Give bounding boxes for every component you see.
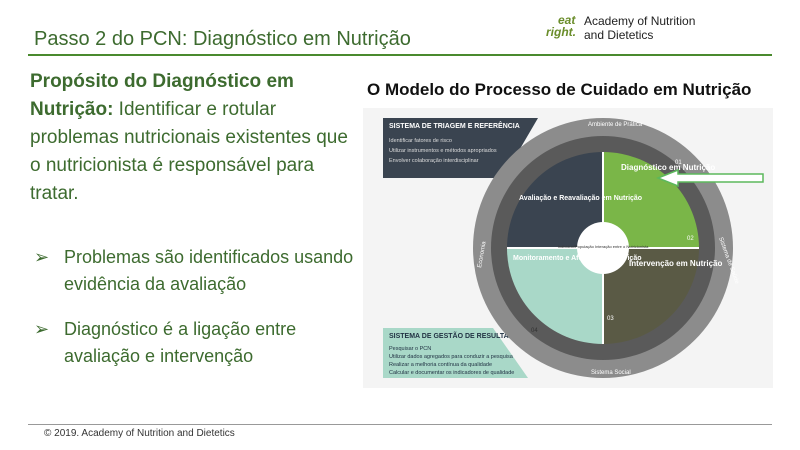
ring-label: Ambiente de Prática [588,122,643,128]
center-circle [577,222,629,274]
screening-title: SISTEMA DE TRIAGEM E REFERÊNCIA [389,121,520,130]
academy-logo: eat right. Academy of Nutrition and Diet… [546,14,706,48]
screening-item: Utilizar instrumentos e métodos apropria… [389,148,497,154]
outcomes-item: Realizar a melhoria contínua da qualidad… [389,362,492,368]
screening-box [383,118,538,178]
eat-right-logo-mark: eat right. [546,14,582,38]
diagnosis-quadrant [603,152,699,248]
ncp-model-svg: SISTEMA DE TRIAGEM E REFERÊNCIA Identifi… [363,108,773,388]
screening-item: Identificar fatores de risco [389,138,452,144]
logo-line-1: Academy of Nutrition [584,14,696,28]
list-item: ➢ Diagnóstico é a ligação entre avaliaçã… [34,316,354,370]
purpose-label: Propósito do Diagnóstico em Nutrição: [30,71,294,120]
logo-right: right. [546,25,576,39]
center-label: Indivíduo/População Interação entre o Nu… [558,244,649,249]
ring-label: Economia [477,240,488,268]
quadrant-number: 01 [675,160,682,166]
arrow-bullet-icon: ➢ [34,247,50,267]
ncp-model-diagram: SISTEMA DE TRIAGEM E REFERÊNCIA Identifi… [363,108,773,388]
outcomes-box [383,328,528,378]
pointer-arrow-icon [655,168,764,188]
logo-eat: eat [558,13,576,27]
bullet-list: ➢ Problemas são identificados usando evi… [34,244,354,388]
assessment-quadrant [507,152,603,248]
screening-item: Envolver colaboração interdisciplinar [389,158,479,164]
bullet-text: Problemas são identificados usando evidê… [64,247,354,294]
slide-title: Passo 2 do PCN: Diagnóstico em Nutrição [34,28,411,50]
title-divider [28,54,772,56]
intervention-quadrant [603,248,699,344]
ring-label: Sistema Social [591,370,631,376]
quadrant-number: 04 [531,328,538,334]
outcomes-item: Pesquisar o PCN [389,346,431,352]
quadrant-label-intervention: Intervenção em Nutrição [629,259,722,268]
purpose-text: Identificar e rotular problemas nutricio… [30,99,348,204]
list-item: ➢ Problemas são identificados usando evi… [34,244,354,298]
outcomes-item: Calcular e documentar os indicadores de … [389,370,514,376]
outcomes-title: SISTEMA DE GESTÃO DE RESULTADOS [389,331,524,340]
logo-text: Academy of Nutrition and Dietetics [584,14,695,42]
footer-divider [28,424,772,425]
arrow-bullet-icon: ➢ [34,319,50,339]
copyright: © 2019. Academy of Nutrition and Dieteti… [44,428,235,439]
diagram-title: O Modelo do Processo de Cuidado em Nutri… [367,80,752,99]
quadrant-label-monitoring: Monitoramento e Aferição em Nutrição [513,255,642,262]
monitoring-quadrant [507,248,603,344]
quadrant-number: 02 [687,236,694,242]
bullet-text: Diagnóstico é a ligação entre avaliação … [64,319,297,366]
logo-line-2: and Dietetics [584,28,654,42]
quadrant-number: 03 [607,316,614,322]
quadrant-label-diagnosis: Diagnóstico em Nutrição [621,163,715,172]
quadrant-label-assessment: Avaliação e Reavaliação em Nutrição [519,195,642,202]
outcomes-item: Utilizar dados agregados para conduzir a… [389,354,514,360]
purpose-paragraph: Propósito do Diagnóstico em Nutrição: Id… [30,68,350,208]
